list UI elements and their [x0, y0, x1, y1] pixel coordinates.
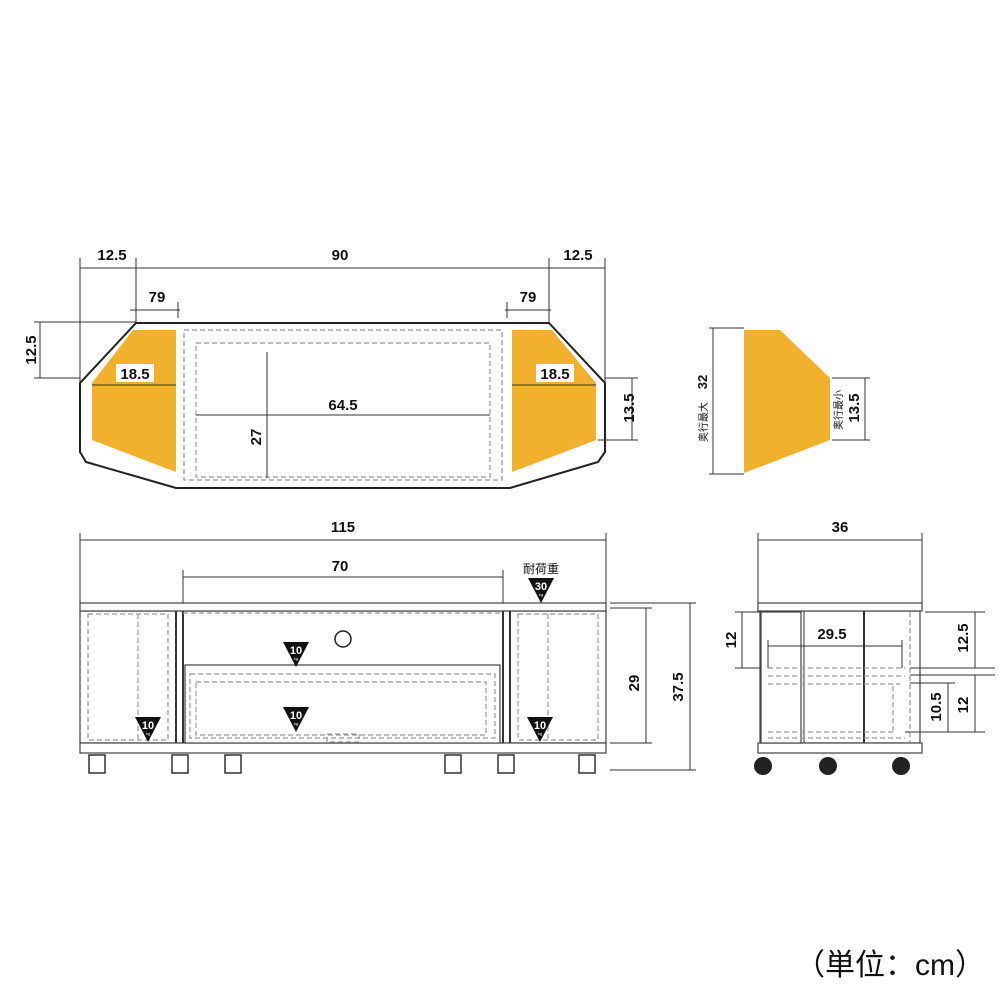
front-top-board — [79, 602, 607, 612]
svg-text:10: 10 — [534, 720, 546, 732]
min-depth-value: 13.5 — [846, 393, 863, 422]
cable-hole — [334, 630, 352, 648]
dim-left-offset: 79 — [149, 289, 166, 306]
side-view: 36 29.5 12 12.5 12 10.5 — [723, 519, 995, 775]
svg-text:kg: kg — [294, 656, 298, 661]
svg-text:10: 10 — [290, 645, 302, 657]
side-casters — [754, 757, 910, 775]
load-capacity-label: 耐荷重 — [523, 562, 559, 576]
dim-depth: 36 — [832, 519, 849, 536]
dim-upper-left-height: 12 — [723, 632, 740, 649]
dim-inner-height: 29 — [626, 675, 643, 692]
svg-text:kg: kg — [146, 731, 150, 736]
dim-total-height: 37.5 — [670, 672, 687, 701]
svg-text:kg: kg — [539, 592, 543, 597]
dim-inner-depth-side: 29.5 — [817, 626, 846, 643]
dim-center-width-front: 70 — [332, 558, 349, 575]
dim-edge-depth: 13.5 — [621, 393, 638, 422]
dim-left-wing: 12.5 — [97, 247, 126, 264]
dim-drawer-height: 10.5 — [928, 692, 945, 721]
dim-right-offset: 79 — [520, 289, 537, 306]
dim-wing-depth: 12.5 — [23, 335, 40, 364]
dim-total-width: 115 — [331, 519, 355, 536]
front-bottom-board — [79, 742, 607, 754]
drawer[interactable] — [184, 664, 501, 744]
max-depth-label: 奥行最大 — [697, 402, 710, 442]
dim-right-wing: 12.5 — [563, 247, 592, 264]
dim-inner-depth: 27 — [248, 429, 265, 446]
top-outline — [79, 322, 606, 489]
center-inner-outline — [183, 329, 503, 481]
max-depth-value: 32 — [695, 375, 710, 389]
svg-text:kg: kg — [294, 721, 298, 726]
dim-lower-height: 12 — [955, 697, 972, 714]
min-depth-label: 奥行最小 — [832, 390, 845, 430]
svg-text:10: 10 — [290, 710, 302, 722]
unit-note: （単位：cm） — [795, 949, 985, 982]
casters — [88, 754, 596, 774]
dim-center-width: 90 — [332, 247, 349, 264]
center-cavity — [195, 342, 491, 478]
svg-text:30: 30 — [535, 581, 547, 593]
dim-right-shelf: 18.5 — [540, 366, 569, 383]
corner-shelf-shape: 奥行最大 32 奥行最小 13.5 — [695, 327, 870, 475]
dim-upper-right-height: 12.5 — [955, 623, 972, 652]
svg-text:10: 10 — [142, 720, 154, 732]
dim-left-shelf: 18.5 — [120, 366, 149, 383]
left-corner-shelf — [92, 330, 176, 472]
right-corner-shelf — [512, 330, 596, 472]
svg-text:kg: kg — [538, 731, 542, 736]
top-view: 12.5 90 12.5 79 79 12.5 18.5 18.5 64.5 2… — [23, 247, 638, 489]
shelf-silhouette — [744, 330, 830, 473]
dim-inner-width: 64.5 — [328, 397, 357, 414]
